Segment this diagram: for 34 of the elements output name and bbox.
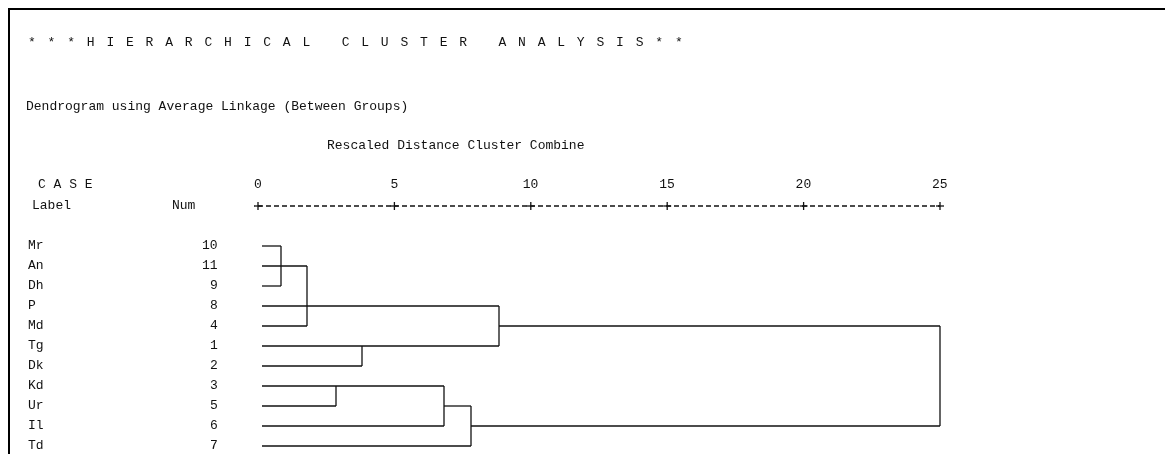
case-label: Kd <box>28 378 44 393</box>
tick-label: 0 <box>254 177 262 192</box>
axis-title: Rescaled Distance Cluster Combine <box>327 138 585 153</box>
case-label: An <box>28 258 44 273</box>
case-number: 2 <box>210 358 218 373</box>
case-label: Dk <box>28 358 44 373</box>
case-label: Ur <box>28 398 44 413</box>
column-header: C A S E <box>38 177 93 192</box>
tick-label: 20 <box>795 177 812 192</box>
case-number: 5 <box>210 398 218 413</box>
column-header: Label <box>32 198 71 213</box>
case-number: 1 <box>210 338 218 353</box>
case-label: P <box>28 298 36 313</box>
case-number: 7 <box>210 438 218 453</box>
case-number: 8 <box>210 298 218 313</box>
case-label: Md <box>28 318 44 333</box>
case-number: 10 <box>202 238 218 253</box>
case-number: 11 <box>202 258 218 273</box>
tick-label: 5 <box>390 177 399 192</box>
case-label: Mr <box>28 238 44 253</box>
subtitle: Dendrogram using Average Linkage (Between Groups) <box>26 99 409 114</box>
case-number: 3 <box>210 378 218 393</box>
case-number: 6 <box>210 418 218 433</box>
tick-label: 10 <box>522 177 539 192</box>
tick-label: 15 <box>659 177 675 192</box>
case-label: Tg <box>28 338 44 353</box>
heading: * * * H I E R A R C H I C A L C L U S T E R A N A L Y S I S * * <box>28 35 685 50</box>
case-label: Dh <box>28 278 44 293</box>
case-number: 9 <box>210 278 218 293</box>
tick-label: 25 <box>932 177 948 192</box>
case-label: Il <box>28 418 44 433</box>
column-header: Num <box>172 198 196 213</box>
case-label: Td <box>28 438 44 453</box>
case-number: 4 <box>210 318 218 333</box>
